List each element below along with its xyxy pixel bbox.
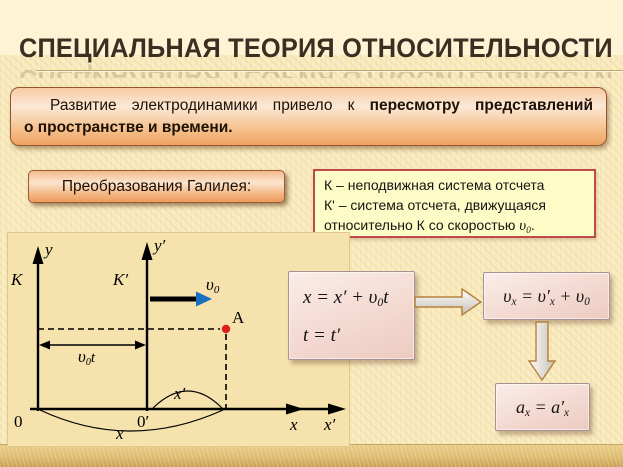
frames-note-line-2: К' – система отсчета, движущаяся xyxy=(324,197,546,213)
coordinate-transform-formula-box: x = x′ + υ0t t = t′ xyxy=(288,271,415,360)
y-prime-axis-arrowhead xyxy=(141,242,153,260)
x-prime-distance-arc xyxy=(152,390,223,409)
galilean-diagram: y K y′ K′ υ0 A υ0t 0 xyxy=(10,236,346,443)
point-A-marker xyxy=(221,324,231,334)
top-band xyxy=(0,0,623,55)
velocity-label: υ0 xyxy=(206,275,220,296)
formula-x-transform: x = x′ + υ0t xyxy=(303,287,389,310)
reference-frames-note: К – неподвижная система отсчета К' – сис… xyxy=(313,169,596,238)
frames-note-line-1: К – неподвижная система отсчета xyxy=(324,177,545,193)
frames-note-line-3: относительно К со скоростью υ0. xyxy=(324,217,535,236)
x-prime-distance-label: x′ xyxy=(173,384,186,403)
velocity-transform-formula-box: υx = υ′x + υ0 xyxy=(483,272,610,320)
v0t-measure-arrow-left xyxy=(39,340,50,350)
x-prime-axis-label: x′ xyxy=(323,415,336,434)
origin-label: 0 xyxy=(14,412,23,431)
v0t-measure-arrow-right xyxy=(135,340,146,350)
x-axis-label: x xyxy=(289,415,298,434)
v0t-label: υ0t xyxy=(78,347,96,368)
frame-k-prime-label: K′ xyxy=(112,270,128,289)
y-prime-axis-label: y′ xyxy=(152,236,166,255)
x-prime-axis-arrowhead xyxy=(328,403,346,415)
page-title: СПЕЦИАЛЬНАЯ ТЕОРИЯ ОТНОСИТЕЛЬНОСТИ xyxy=(18,33,613,63)
intro-line-2: о пространстве и времени. xyxy=(24,119,233,136)
velocity-arrow-head xyxy=(196,291,212,307)
y-axis-arrowhead xyxy=(32,246,44,264)
arrow-down-icon xyxy=(527,321,557,382)
intro-line-1: Развитие электродинамики привело к перес… xyxy=(50,97,593,114)
intro-text-box: Развитие электродинамики привело к перес… xyxy=(10,87,607,146)
arrow-right-icon xyxy=(414,287,483,317)
x-distance-label: x xyxy=(115,424,124,443)
x-axis-arrowhead xyxy=(286,403,304,415)
bottom-band xyxy=(0,444,623,467)
origin-prime-label: 0′ xyxy=(137,412,149,431)
point-A-label: A xyxy=(232,308,245,327)
title-underline xyxy=(36,70,623,71)
y-axis-label: y xyxy=(43,240,53,259)
acceleration-transform-formula-box: ax = a′x xyxy=(495,383,590,431)
frame-k-label: K xyxy=(10,270,24,289)
galileo-transformations-label: Преобразования Галилея: xyxy=(28,170,285,203)
x-distance-arc xyxy=(39,409,224,432)
formula-t-transform: t = t′ xyxy=(303,325,341,346)
